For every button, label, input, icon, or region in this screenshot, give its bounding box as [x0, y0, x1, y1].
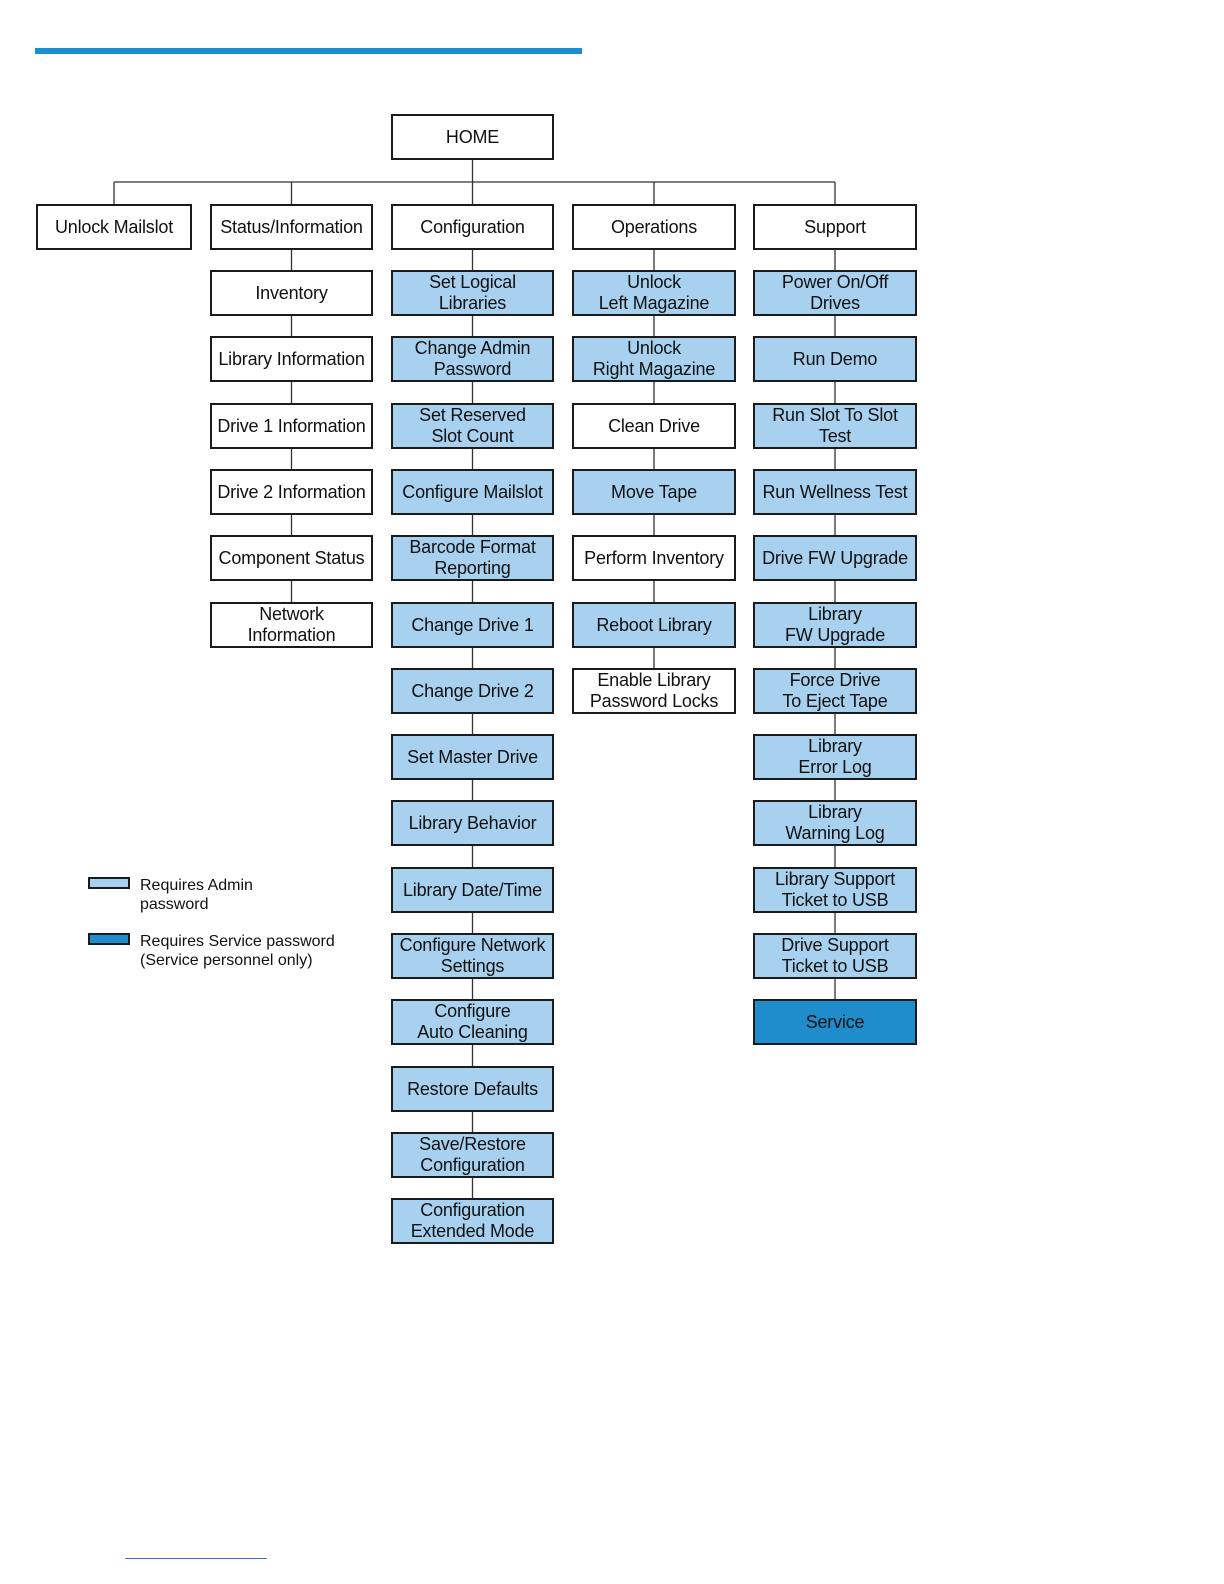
menu-item-configure-auto-cleaning: Configure Auto Cleaning [391, 999, 554, 1045]
menu-item-change-drive-1: Change Drive 1 [391, 602, 554, 648]
menu-item-component-status: Component Status [210, 535, 373, 581]
menu-item-clean-drive: Clean Drive [572, 403, 736, 449]
menu-item-drive-1-information: Drive 1 Information [210, 403, 373, 449]
menu-operations: Operations [572, 204, 736, 250]
menu-item-drive-fw-upgrade: Drive FW Upgrade [753, 535, 917, 581]
menu-unlock-mailslot: Unlock Mailslot [36, 204, 192, 250]
menu-item-service: Service [753, 999, 917, 1045]
legend-admin-text: Requires Admin password [140, 877, 253, 913]
menu-item-library-information: Library Information [210, 336, 373, 382]
menu-item-drive-support-ticket-to-usb: Drive Support Ticket to USB [753, 933, 917, 979]
menu-configuration: Configuration [391, 204, 554, 250]
menu-item-library-behavior: Library Behavior [391, 800, 554, 846]
menu-item-move-tape: Move Tape [572, 469, 736, 515]
legend-admin-swatch [88, 877, 130, 889]
menu-item-drive-2-information: Drive 2 Information [210, 469, 373, 515]
menu-item-save-restore-configuration: Save/Restore Configuration [391, 1132, 554, 1178]
menu-item-library-warning-log: Library Warning Log [753, 800, 917, 846]
menu-item-restore-defaults: Restore Defaults [391, 1066, 554, 1112]
menu-item-enable-library-password-locks: Enable Library Password Locks [572, 668, 736, 714]
menu-item-run-demo: Run Demo [753, 336, 917, 382]
menu-item-configure-network-settings: Configure Network Settings [391, 933, 554, 979]
menu-item-perform-inventory: Perform Inventory [572, 535, 736, 581]
menu-item-run-wellness-test: Run Wellness Test [753, 469, 917, 515]
legend-service-swatch [88, 933, 130, 945]
menu-item-run-slot-to-slot-test: Run Slot To Slot Test [753, 403, 917, 449]
top-accent-bar [35, 48, 582, 54]
menu-item-library-error-log: Library Error Log [753, 734, 917, 780]
menu-item-set-logical-libraries: Set Logical Libraries [391, 270, 554, 316]
menu-item-library-fw-upgrade: Library FW Upgrade [753, 602, 917, 648]
menu-support: Support [753, 204, 917, 250]
menu-item-unlock-left-magazine: Unlock Left Magazine [572, 270, 736, 316]
menu-item-set-reserved-slot-count: Set Reserved Slot Count [391, 403, 554, 449]
menu-item-reboot-library: Reboot Library [572, 602, 736, 648]
legend-service-text: Requires Service password (Service perso… [140, 933, 335, 969]
menu-item-configure-mailslot: Configure Mailslot [391, 469, 554, 515]
menu-item-set-master-drive: Set Master Drive [391, 734, 554, 780]
menu-item-configuration-extended-mode: Configuration Extended Mode [391, 1198, 554, 1244]
footer-rule [125, 1558, 267, 1559]
home-node: HOME [391, 114, 554, 160]
menu-status-information: Status/Information [210, 204, 373, 250]
menu-item-change-admin-password: Change Admin Password [391, 336, 554, 382]
menu-item-network-information: Network Information [210, 602, 373, 648]
menu-item-inventory: Inventory [210, 270, 373, 316]
menu-item-library-support-ticket-to-usb: Library Support Ticket to USB [753, 867, 917, 913]
menu-item-change-drive-2: Change Drive 2 [391, 668, 554, 714]
menu-item-library-date-time: Library Date/Time [391, 867, 554, 913]
menu-item-barcode-format-reporting: Barcode Format Reporting [391, 535, 554, 581]
menu-item-power-on-off-drives: Power On/Off Drives [753, 270, 917, 316]
menu-item-unlock-right-magazine: Unlock Right Magazine [572, 336, 736, 382]
menu-item-force-drive-to-eject-tape: Force Drive To Eject Tape [753, 668, 917, 714]
